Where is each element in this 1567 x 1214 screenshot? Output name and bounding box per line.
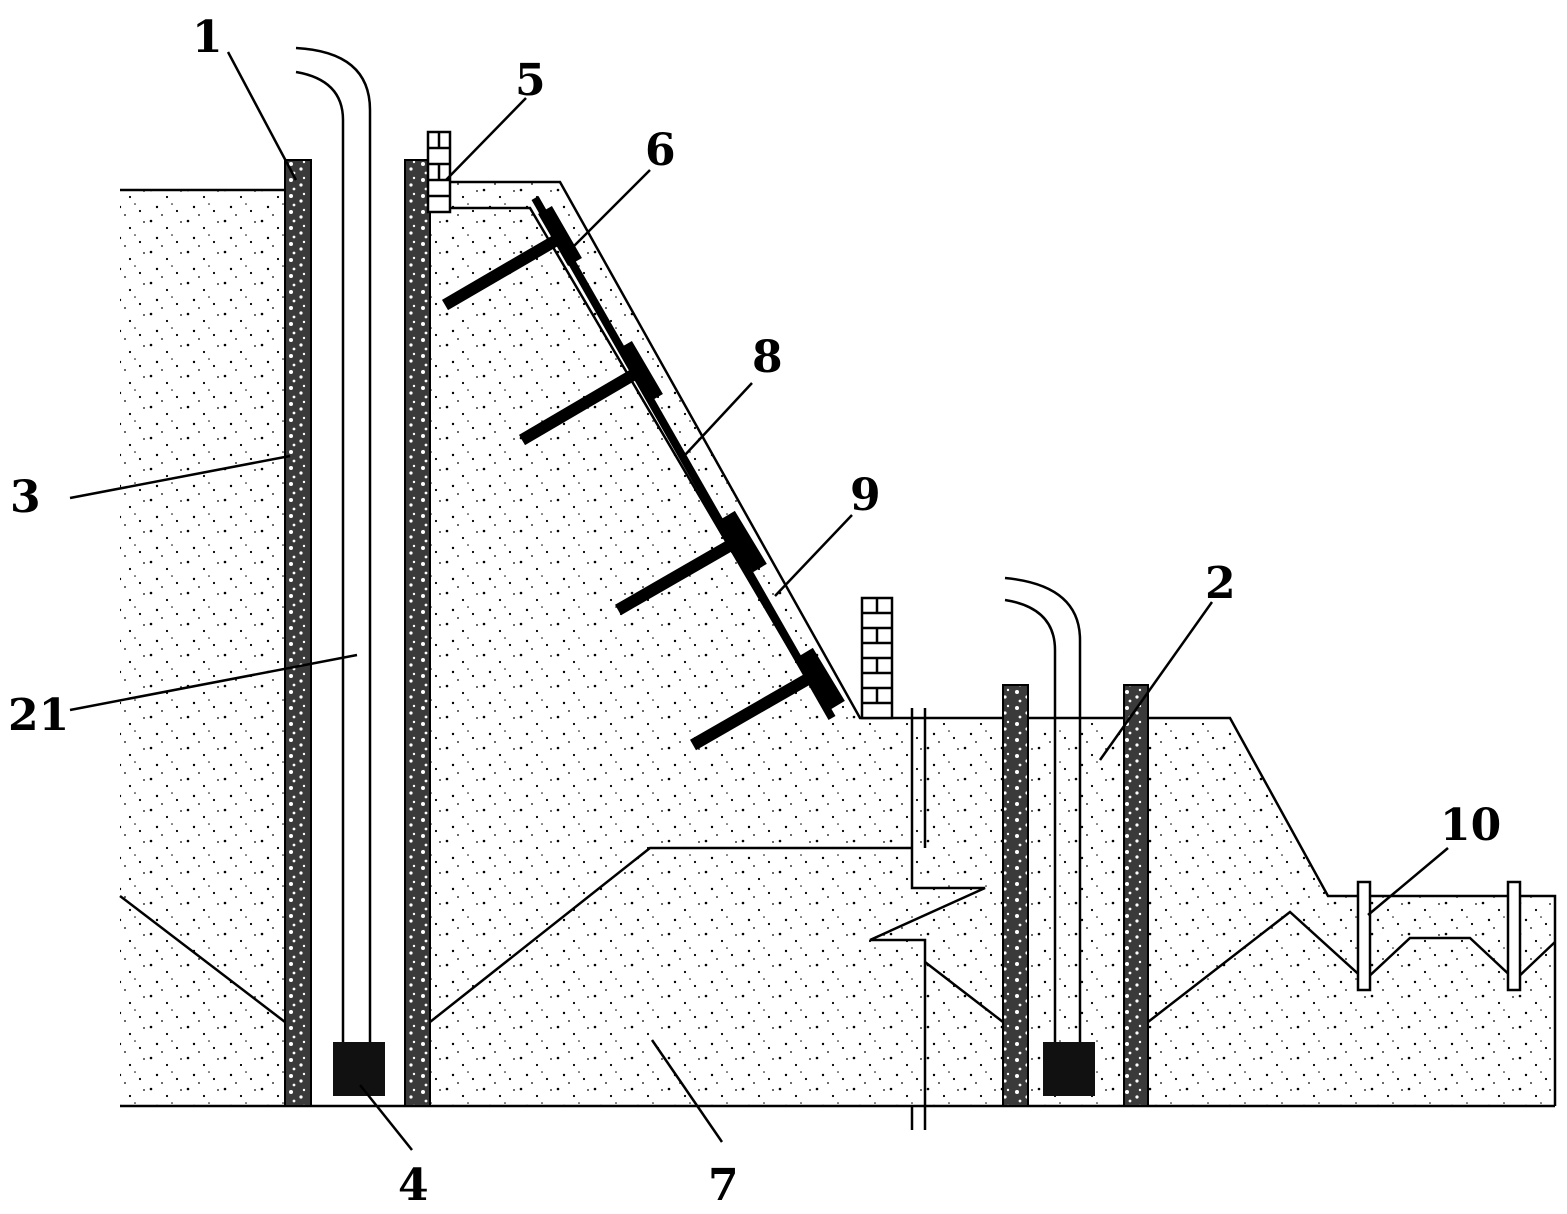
label-6: 6 <box>645 125 676 176</box>
soil-layer-line-mid <box>429 846 912 1023</box>
dewatering-pipe-2-inner <box>1004 576 1082 1042</box>
label-21: 21 <box>8 690 69 741</box>
label-8: 8 <box>752 332 783 383</box>
label-2: 2 <box>1205 558 1236 609</box>
pump-block-2 <box>1043 1042 1095 1096</box>
drainage-ditch <box>1356 880 1522 992</box>
leader-2 <box>1098 601 1214 761</box>
label-3: 3 <box>10 472 41 523</box>
label-5: 5 <box>515 55 546 106</box>
soil-layer-line-left <box>119 895 286 1023</box>
slope-surface-upper <box>430 180 1557 1106</box>
anchor-plate-4 <box>799 647 845 710</box>
leader-7 <box>650 1039 724 1143</box>
break-line <box>869 708 986 1130</box>
leader-9 <box>774 514 853 597</box>
leader-5 <box>445 97 527 181</box>
pile-wall-2a <box>1002 684 1029 1107</box>
pile-wall-1b <box>404 159 431 1107</box>
leader-6 <box>569 169 651 251</box>
slope-facing-layer <box>531 196 836 720</box>
label-4: 4 <box>398 1160 429 1211</box>
label-7: 7 <box>708 1160 739 1211</box>
dewatering-pipe-1 <box>295 70 345 1042</box>
label-10: 10 <box>1440 800 1501 851</box>
label-9: 9 <box>850 470 881 521</box>
dewatering-pipe-1-inner <box>295 46 372 1042</box>
anchor-bolt-3 <box>615 532 746 616</box>
leader-4 <box>359 1084 413 1151</box>
anchor-plate-1 <box>538 206 582 266</box>
brick-parapet-2 <box>860 596 894 720</box>
anchor-bolt-2 <box>518 366 642 446</box>
leader-1 <box>226 51 298 181</box>
soil-body <box>120 190 285 1106</box>
anchor-bolt-1 <box>441 232 564 311</box>
pile-wall-1 <box>284 159 312 1107</box>
leader-8 <box>684 382 753 456</box>
brick-parapet-1 <box>426 130 452 214</box>
leader-10 <box>1367 847 1449 916</box>
soil-layer-line-right <box>924 961 1004 1023</box>
soil-body-middle <box>430 182 1555 1106</box>
pile-wall-2b <box>1123 684 1149 1107</box>
pump-block-1 <box>333 1042 385 1096</box>
anchor-plate-2 <box>618 340 663 403</box>
anchor-bolt-4 <box>690 666 823 751</box>
label-1: 1 <box>192 12 223 63</box>
leader-21 <box>69 653 358 712</box>
dewatering-pipe-2 <box>1004 598 1057 1042</box>
anchor-plate-3 <box>721 510 767 573</box>
leader-3 <box>69 454 291 500</box>
